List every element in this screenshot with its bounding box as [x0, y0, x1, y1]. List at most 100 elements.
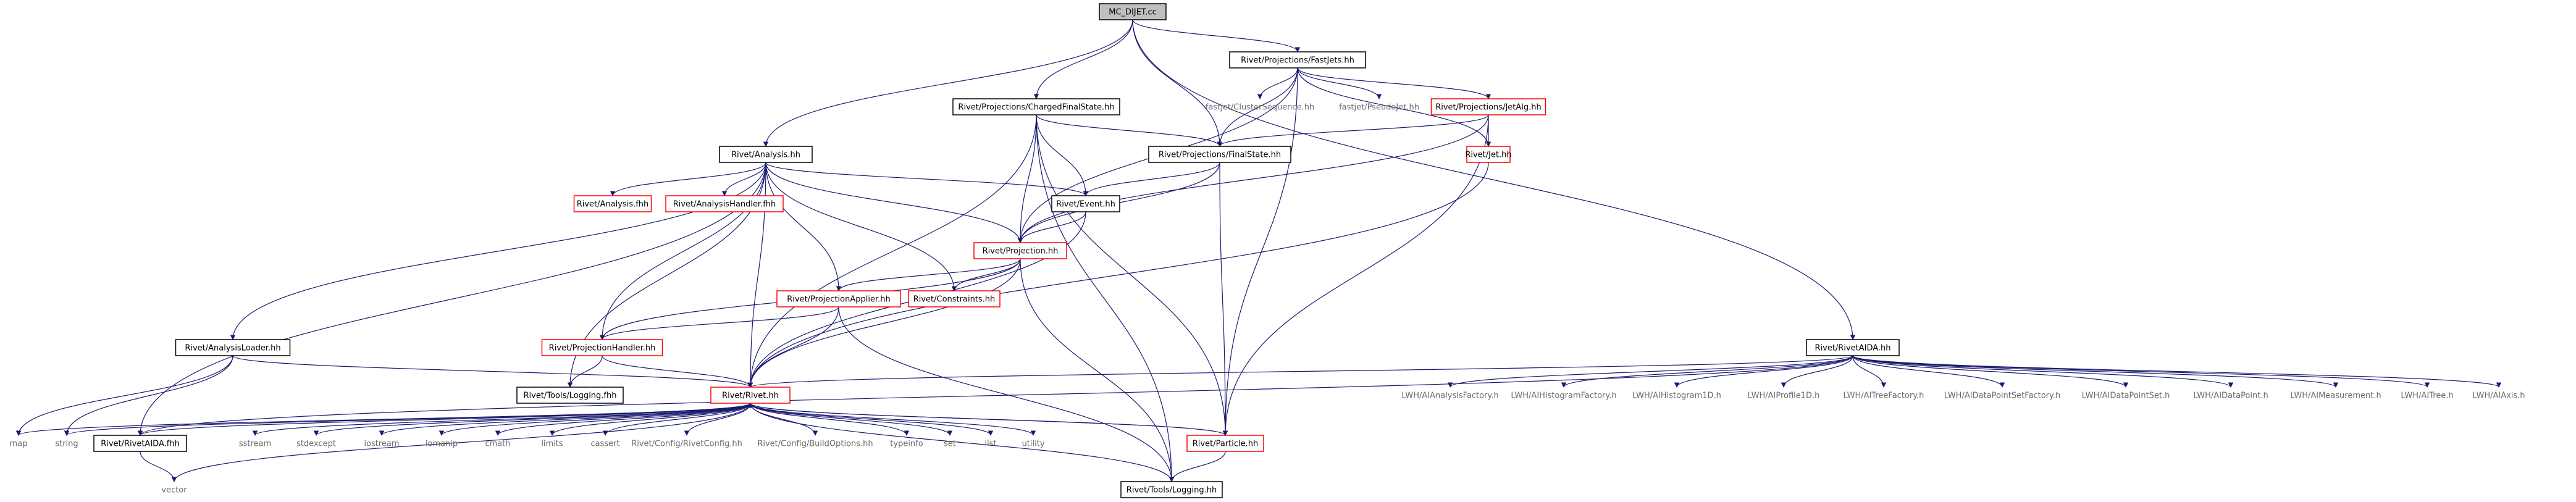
- include-edge-root-to-chargedfs: [1033, 19, 1133, 99]
- node-vector: vector: [161, 486, 187, 495]
- node-label-aidatapoint: LWH/AIDataPoint.h: [2193, 391, 2268, 401]
- node-jet[interactable]: Rivet/Jet.hh: [1465, 146, 1512, 163]
- node-particle[interactable]: Rivet/Particle.hh: [1186, 435, 1264, 452]
- node-analysishandler_fhh[interactable]: Rivet/AnalysisHandler.fhh: [665, 195, 784, 212]
- node-constraints[interactable]: Rivet/Constraints.hh: [908, 290, 1001, 307]
- include-edge-finalstate-to-particle: [1219, 162, 1228, 436]
- node-root[interactable]: MC_DIJET.cc: [1099, 3, 1167, 20]
- node-label-projhandler: Rivet/ProjectionHandler.hh: [549, 344, 656, 353]
- include-edge-particle-to-rivet: [748, 403, 1226, 436]
- node-box-analysis_fhh: [573, 195, 652, 212]
- node-label-aitreefactory: LWH/AITreeFactory.h: [1844, 391, 1924, 401]
- include-edge-rivetaida_top-to-aihistogramfactory: [1561, 355, 1853, 388]
- node-projection[interactable]: Rivet/Projection.hh: [973, 242, 1067, 259]
- node-logging_fhh[interactable]: Rivet/Tools/Logging.fhh: [516, 387, 624, 404]
- include-edge-analysis-to-analysishandler_fhh: [721, 162, 766, 196]
- node-analysis_fhh[interactable]: Rivet/Analysis.fhh: [573, 195, 652, 212]
- node-rivet[interactable]: Rivet/Rivet.hh: [710, 387, 791, 404]
- node-box-analysishandler_fhh: [665, 195, 784, 212]
- node-label-aimeasurement: LWH/AIMeasurement.h: [2290, 391, 2381, 401]
- include-edge-analysis-to-constraints: [765, 162, 957, 291]
- include-edge-fastjets-to-pseudojet: [1297, 67, 1382, 99]
- node-aihistogramfactory: LWH/AIHistogramFactory.h: [1511, 391, 1616, 401]
- node-logging_hh[interactable]: Rivet/Tools/Logging.hh: [1120, 481, 1223, 498]
- node-label-jetalg: Rivet/Projections/JetAlg.hh: [1435, 103, 1542, 112]
- include-edge-rivet-to-rivetconfig: [684, 403, 751, 436]
- node-analysis[interactable]: Rivet/Analysis.hh: [719, 146, 813, 163]
- node-string: string: [55, 440, 78, 449]
- include-edge-projhandler-to-logging_fhh: [567, 355, 603, 388]
- node-projapplier[interactable]: Rivet/ProjectionApplier.hh: [776, 290, 901, 307]
- node-label-chargedfs: Rivet/Projections/ChargedFinalState.hh: [958, 103, 1114, 112]
- include-edge-rivet-to-iostream: [379, 403, 751, 436]
- node-aianalysisfactory: LWH/AIAnalysisFactory.h: [1401, 391, 1498, 401]
- node-aidatapointset: LWH/AIDataPointSet.h: [2082, 391, 2170, 401]
- node-label-aianalysisfactory: LWH/AIAnalysisFactory.h: [1401, 391, 1498, 401]
- include-edge-analysis-to-rivetaida_fhh: [137, 162, 766, 436]
- node-label-root: MC_DIJET.cc: [1109, 8, 1157, 17]
- include-edge-rivetaida_top-to-aitree: [1852, 355, 2430, 388]
- node-label-pseudojet: fastjet/PseudoJet.hh: [1339, 103, 1419, 112]
- node-projhandler[interactable]: Rivet/ProjectionHandler.hh: [541, 339, 663, 356]
- node-label-cmath: cmath: [485, 440, 510, 449]
- node-aitree: LWH/AITree.h: [2401, 391, 2453, 401]
- include-edge-rivetaida_top-to-aidatapointset: [1852, 355, 2129, 388]
- node-finalstate[interactable]: Rivet/Projections/FinalState.hh: [1148, 146, 1291, 163]
- node-chargedfs[interactable]: Rivet/Projections/ChargedFinalState.hh: [952, 98, 1120, 115]
- include-edge-rivet-to-iomanip: [438, 403, 751, 436]
- node-label-analysishandler_fhh: Rivet/AnalysisHandler.fhh: [673, 200, 776, 209]
- include-edge-rivet-to-set: [750, 403, 953, 436]
- include-edge-projection-to-logging_hh: [1020, 258, 1175, 482]
- node-box-rivetaida_fhh: [93, 435, 187, 452]
- node-label-typeinfo: typeinfo: [890, 440, 923, 449]
- include-edge-chargedfs-to-projection: [1017, 114, 1037, 243]
- node-label-logging_fhh: Rivet/Tools/Logging.fhh: [524, 391, 617, 401]
- node-box-jet: [1466, 146, 1511, 163]
- node-analysisloader[interactable]: Rivet/AnalysisLoader.hh: [175, 339, 291, 356]
- include-edge-rivet-to-stdexcept: [314, 403, 751, 436]
- node-label-rivetconfig: Rivet/Config/RivetConfig.hh: [631, 440, 742, 449]
- include-edge-rivet-to-limits: [549, 403, 751, 436]
- node-label-buildoptions: Rivet/Config/BuildOptions.hh: [757, 440, 873, 449]
- include-edge-analysis-to-event: [765, 162, 1089, 196]
- node-rivetaida_fhh[interactable]: Rivet/RivetAIDA.fhh: [93, 435, 187, 452]
- node-pseudojet: fastjet/PseudoJet.hh: [1339, 103, 1419, 112]
- node-label-iostream: iostream: [364, 440, 399, 449]
- node-label-rivetaida_top: Rivet/RivetAIDA.hh: [1815, 344, 1890, 353]
- include-edge-analysis-to-projapplier: [765, 162, 842, 291]
- include-edge-rivetaida_top-to-aidatapoint: [1852, 355, 2234, 388]
- node-box-finalstate: [1148, 146, 1291, 163]
- node-aitreefactory: LWH/AITreeFactory.h: [1844, 391, 1924, 401]
- include-edge-rivet-to-cassert: [602, 403, 751, 436]
- node-rivetaida_top[interactable]: Rivet/RivetAIDA.hh: [1806, 339, 1900, 356]
- node-label-particle: Rivet/Particle.hh: [1193, 440, 1258, 449]
- include-edge-projhandler-to-rivet: [602, 355, 753, 388]
- node-label-event: Rivet/Event.hh: [1056, 200, 1115, 209]
- node-box-logging_hh: [1120, 481, 1223, 498]
- node-buildoptions: Rivet/Config/BuildOptions.hh: [757, 440, 873, 449]
- include-edge-projection-to-constraints: [951, 258, 1021, 291]
- include-edge-rivet-to-rivetaida_fhh: [138, 403, 751, 436]
- node-set: set: [944, 440, 956, 449]
- node-label-jet: Rivet/Jet.hh: [1465, 151, 1511, 160]
- node-cassert: cassert: [590, 440, 619, 449]
- include-edge-rivetaida_fhh-to-vector: [140, 451, 177, 482]
- node-rivetconfig: Rivet/Config/RivetConfig.hh: [631, 440, 742, 449]
- node-label-utility: utility: [1022, 440, 1045, 449]
- include-edge-rivet-to-sstream: [253, 403, 751, 436]
- node-jetalg[interactable]: Rivet/Projections/JetAlg.hh: [1430, 98, 1546, 115]
- node-label-rivetaida_fhh: Rivet/RivetAIDA.fhh: [101, 440, 180, 449]
- node-utility: utility: [1022, 440, 1045, 449]
- include-edge-fastjets-to-clusterseq: [1257, 67, 1298, 99]
- node-label-aidatapointsetfactory: LWH/AIDataPointSetFactory.h: [1944, 391, 2060, 401]
- include-edge-rivet-to-logging_hh: [750, 403, 1175, 482]
- node-label-rivet: Rivet/Rivet.hh: [722, 391, 779, 401]
- node-fastjets[interactable]: Rivet/Projections/FastJets.hh: [1229, 51, 1366, 69]
- include-edge-chargedfs-to-particle: [1036, 114, 1228, 436]
- include-edge-projapplier-to-logging_hh: [838, 306, 1175, 482]
- include-edge-particle-to-logging_hh: [1168, 451, 1226, 482]
- node-iomanip: iomanip: [426, 440, 458, 449]
- node-event[interactable]: Rivet/Event.hh: [1051, 195, 1120, 212]
- include-edge-projection-to-rivet: [747, 258, 1021, 388]
